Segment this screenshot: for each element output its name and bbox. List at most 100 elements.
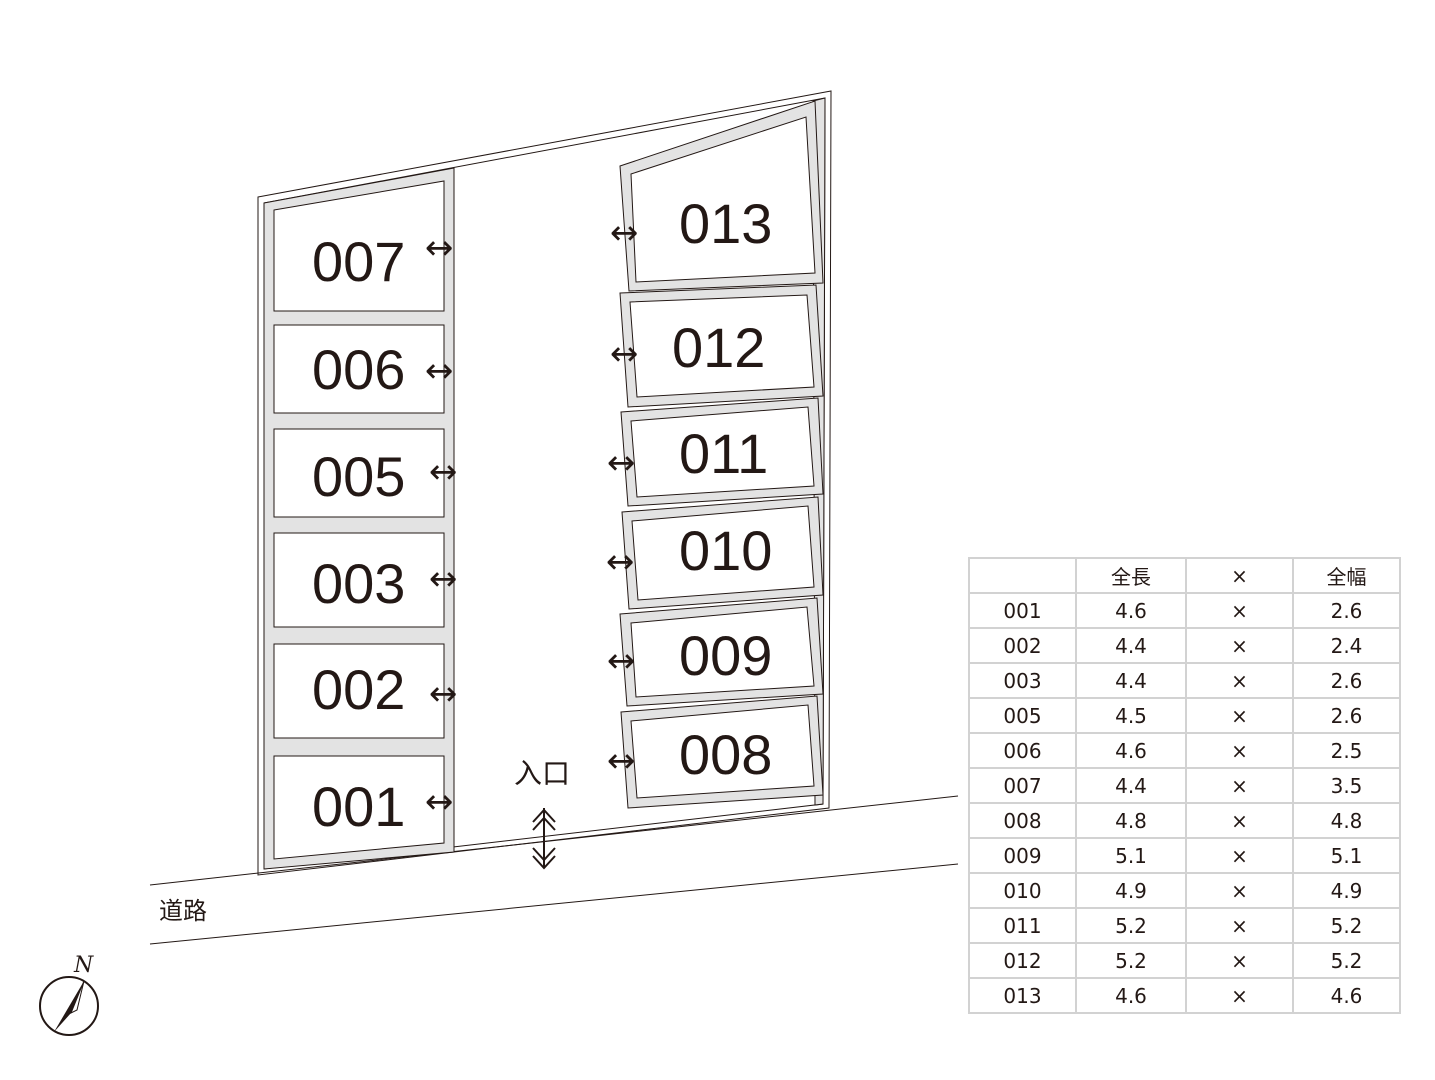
table-cell: 001 [968,592,1077,629]
width-arrow-icon-003: ↔ [429,559,458,599]
slot-012[interactable] [629,294,815,398]
table-cell: 4.5 [1075,697,1187,734]
table-cell: 4.8 [1292,802,1401,839]
slot-007[interactable] [273,180,445,312]
table-cell: 008 [968,802,1077,839]
table-cell: 2.5 [1292,732,1401,769]
slot-003[interactable] [273,532,445,628]
table-header-cell: × [1185,557,1294,594]
table-cell: 003 [968,662,1077,699]
table-cell: 4.8 [1075,802,1187,839]
table-cell: 4.6 [1075,977,1187,1014]
table-cell: 013 [968,977,1077,1014]
width-arrow-icon-005: ↔ [429,452,458,492]
width-arrow-icon-012: ↔ [610,334,639,374]
table-cell: 010 [968,872,1077,909]
table-cell: 3.5 [1292,767,1401,804]
lot-label-003: 003 [312,552,405,615]
width-arrow-icon-010: ↔ [606,542,635,582]
slot-010[interactable] [631,505,815,601]
table-cell: 4.4 [1075,627,1187,664]
table-cell: 2.6 [1292,697,1401,734]
width-arrow-icon-007: ↔ [425,228,454,268]
lot-label-012: 012 [672,316,765,379]
lot-label-006: 006 [312,338,405,401]
entrance-label: 入口 [514,757,570,790]
table-cell: × [1185,627,1294,664]
table-cell: 4.4 [1075,767,1187,804]
table-cell: 006 [968,732,1077,769]
slot-011[interactable] [630,406,815,498]
table-cell: × [1185,767,1294,804]
slot-005[interactable] [273,428,445,518]
road-edge-bottom [149,863,959,945]
lot-label-007: 007 [312,230,405,293]
table-cell: × [1185,802,1294,839]
table-cell: × [1185,732,1294,769]
table-cell: 4.6 [1075,592,1187,629]
table-cell: × [1185,662,1294,699]
table-cell: 007 [968,767,1077,804]
width-arrow-icon-009: ↔ [607,641,636,681]
table-cell: 002 [968,627,1077,664]
table-header-cell: 全長 [1075,557,1187,594]
table-cell: 5.2 [1075,907,1187,944]
slot-008[interactable] [630,704,815,799]
lot-label-011: 011 [679,422,768,485]
table-cell: 011 [968,907,1077,944]
lot-label-009: 009 [679,624,772,687]
lot-boundary-outer [257,90,832,876]
slot-013[interactable] [630,116,816,283]
width-arrow-icon-013: ↔ [610,213,639,253]
lot-label-002: 002 [312,658,405,721]
slot-002[interactable] [273,643,445,739]
table-cell: 009 [968,837,1077,874]
table-cell: × [1185,907,1294,944]
table-cell: 005 [968,697,1077,734]
table-cell: 2.4 [1292,627,1401,664]
table-cell: 4.6 [1075,732,1187,769]
slot-001[interactable] [273,755,445,860]
table-cell: 5.2 [1292,907,1401,944]
width-arrow-icon-001: ↔ [425,782,454,822]
table-header-cell [968,557,1077,594]
width-arrow-icon-002: ↔ [429,674,458,714]
width-arrow-icon-006: ↔ [425,351,454,391]
width-arrow-icon-011: ↔ [607,443,636,483]
table-cell: 5.1 [1075,837,1187,874]
table-cell: 5.2 [1075,942,1187,979]
lot-label-001: 001 [312,775,405,838]
lot-label-010: 010 [679,519,772,582]
entrance-arrow-icon [532,808,556,870]
slot-009[interactable] [630,606,815,698]
table-cell: 4.9 [1075,872,1187,909]
table-cell: × [1185,697,1294,734]
road-label: 道路 [159,897,207,925]
north-arrow-icon [39,976,99,1036]
lot-label-005: 005 [312,445,405,508]
slot-006[interactable] [273,324,445,414]
width-arrow-icon-008: ↔ [607,741,636,781]
table-cell: × [1185,592,1294,629]
table-header-row: 全長×全幅 [968,557,1401,594]
compass-north-label: N [73,953,94,978]
table-cell: 012 [968,942,1077,979]
left-slots [273,180,445,860]
table-cell: × [1185,942,1294,979]
table-header-cell: 全幅 [1292,557,1401,594]
table-cell: 5.1 [1292,837,1401,874]
table-cell: 5.2 [1292,942,1401,979]
